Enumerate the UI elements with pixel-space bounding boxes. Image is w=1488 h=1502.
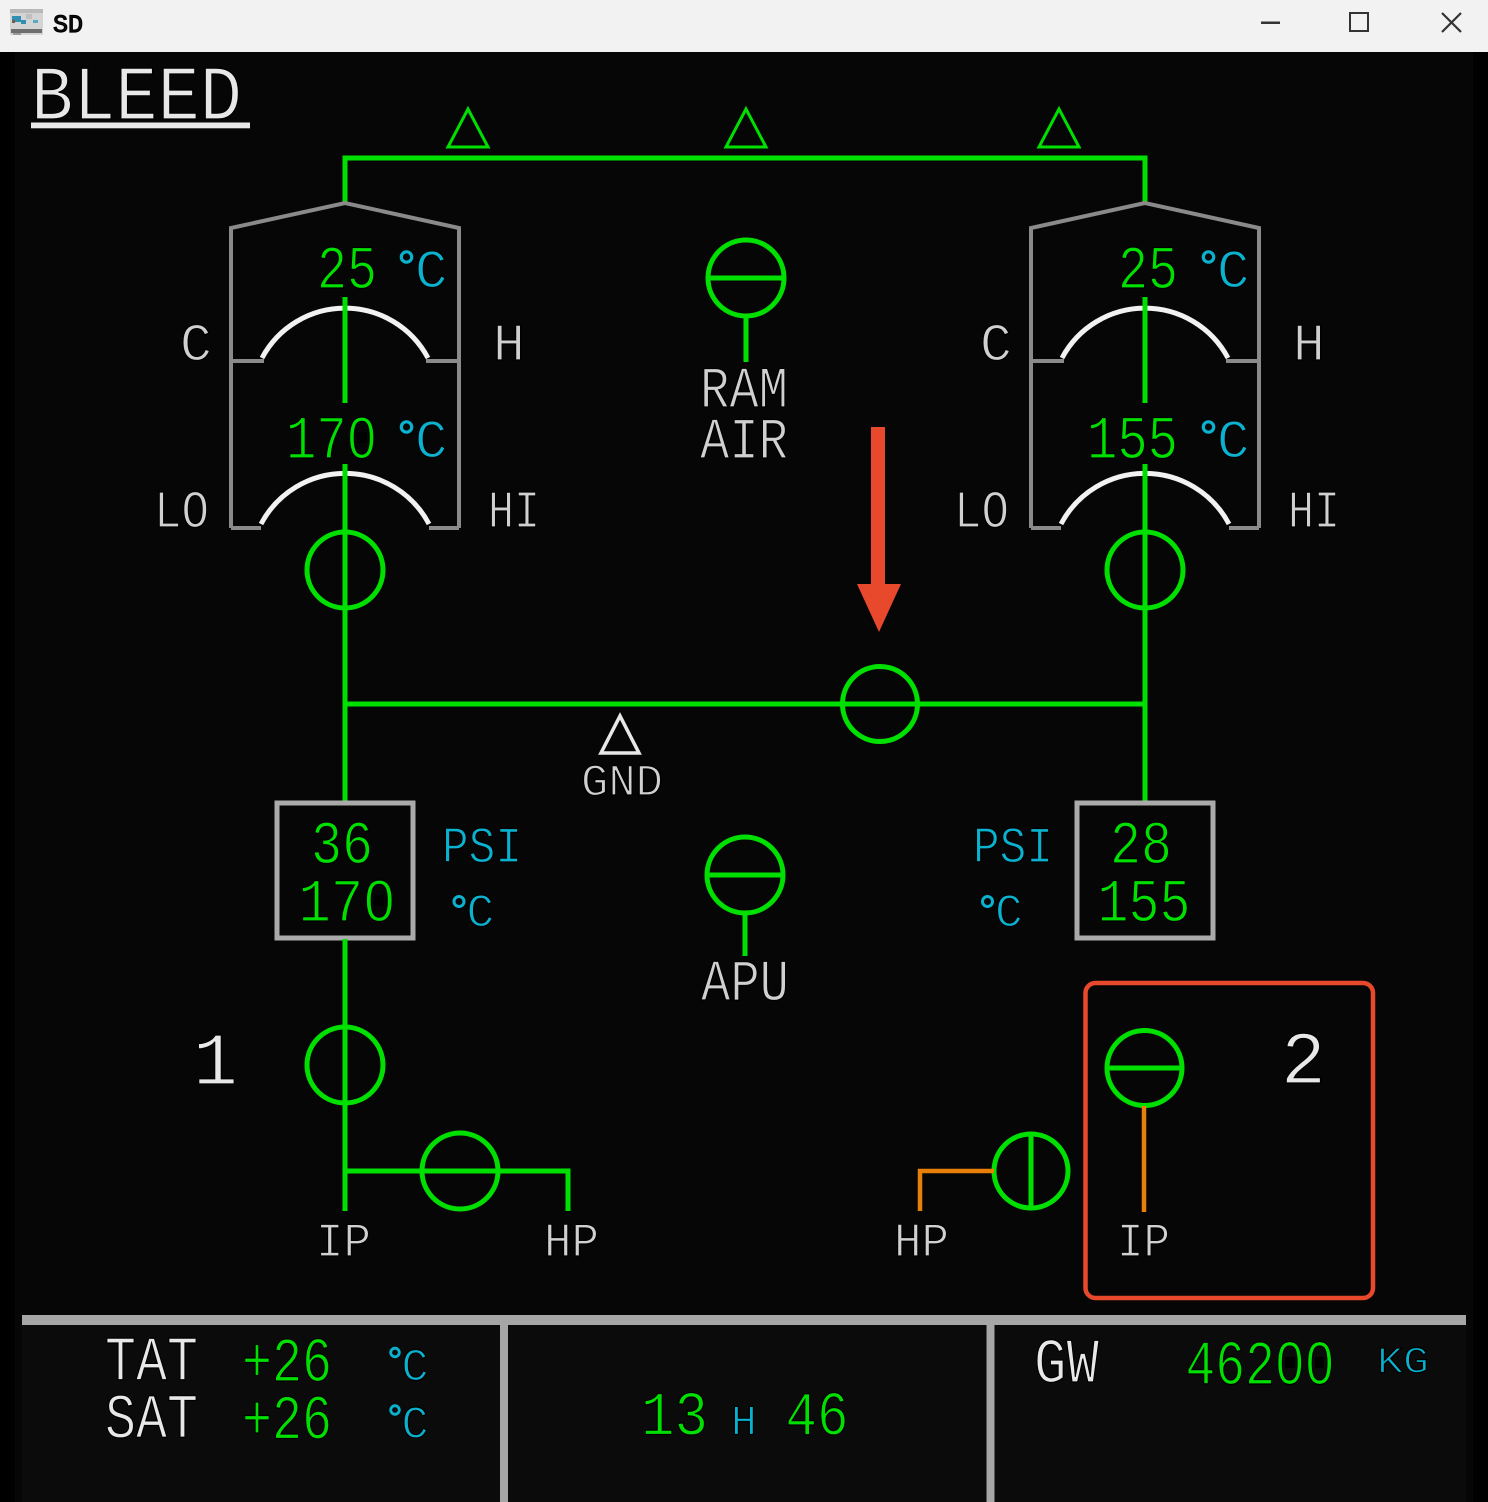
svg-text:LO: LO <box>154 483 209 543</box>
svg-text:25: 25 <box>1118 238 1178 307</box>
svg-text:C: C <box>980 316 1012 376</box>
svg-text:H: H <box>493 316 525 376</box>
svg-text:H: H <box>731 1399 757 1448</box>
svg-text:25: 25 <box>317 238 377 307</box>
svg-text:C: C <box>467 888 495 940</box>
svg-text:C: C <box>995 888 1023 940</box>
svg-text:C: C <box>415 413 447 474</box>
svg-text:RAM: RAM <box>700 360 788 425</box>
svg-text:APU: APU <box>701 953 789 1018</box>
svg-text:+26: +26 <box>242 1329 332 1400</box>
svg-text:155: 155 <box>1087 408 1178 477</box>
svg-text:C: C <box>415 243 447 304</box>
svg-text:2: 2 <box>1281 1022 1326 1106</box>
svg-text:AIR: AIR <box>700 411 788 476</box>
svg-text:IP: IP <box>316 1217 371 1271</box>
svg-text:+26: +26 <box>242 1387 332 1458</box>
svg-text:46200: 46200 <box>1186 1332 1335 1403</box>
svg-text:1: 1 <box>193 1023 238 1107</box>
svg-text:BLEED: BLEED <box>31 56 242 143</box>
svg-text:SAT: SAT <box>105 1386 198 1457</box>
svg-text:C: C <box>1217 413 1249 474</box>
svg-text:13: 13 <box>641 1383 708 1454</box>
svg-text:155: 155 <box>1098 871 1191 940</box>
svg-text:LO: LO <box>954 483 1009 543</box>
svg-text:SD: SD <box>53 11 83 40</box>
svg-text:PSI: PSI <box>973 821 1053 878</box>
svg-text:C: C <box>180 316 212 376</box>
svg-text:36: 36 <box>311 813 373 882</box>
svg-text:C: C <box>402 1401 429 1452</box>
svg-text:HP: HP <box>544 1217 599 1271</box>
svg-text:GND: GND <box>581 759 663 809</box>
svg-text:28: 28 <box>1110 813 1172 882</box>
svg-text:170: 170 <box>286 408 377 477</box>
svg-text:C: C <box>1217 243 1249 304</box>
svg-text:PSI: PSI <box>442 821 522 878</box>
svg-text:GW: GW <box>1034 1330 1099 1401</box>
svg-text:C: C <box>402 1343 429 1394</box>
svg-text:IP: IP <box>1117 1217 1170 1271</box>
svg-text:HP: HP <box>894 1217 949 1271</box>
svg-text:H: H <box>1293 316 1325 376</box>
svg-text:TAT: TAT <box>105 1328 198 1399</box>
svg-text:46: 46 <box>786 1383 849 1454</box>
svg-text:HI: HI <box>1288 483 1340 543</box>
svg-text:HI: HI <box>488 483 540 543</box>
svg-text:KG: KG <box>1377 1343 1429 1385</box>
